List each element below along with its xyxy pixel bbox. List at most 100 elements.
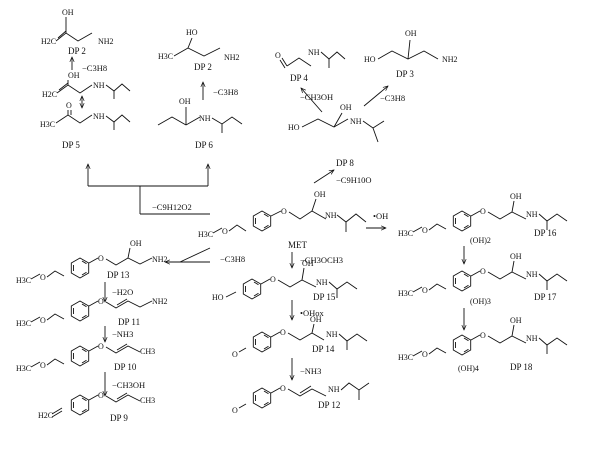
dp4-structure: O NH DP 4 <box>275 48 346 83</box>
atom-label: OH <box>510 316 522 325</box>
step-to-dp3: −C3H8 <box>380 93 405 103</box>
step-to-dp13: −C3H8 <box>220 254 245 264</box>
arrow-to-dp8 <box>313 170 334 184</box>
atom-label: O <box>98 342 104 351</box>
atom-label: O <box>275 51 281 60</box>
step-to-dp8: −C9H10O <box>336 175 372 185</box>
atom-label: H3C <box>16 364 31 373</box>
atom-label: OH <box>510 252 522 261</box>
atom-label: NH <box>93 112 105 121</box>
atom-label: HO <box>212 293 224 302</box>
atom-label: CH3 <box>140 396 155 405</box>
dp14-structure: O O OH NH DP 14 <box>232 315 368 359</box>
atom-label: H3C <box>16 276 31 285</box>
step-dp14-to-dp12: −NH3 <box>300 366 321 376</box>
atom-label: H2C <box>38 411 53 420</box>
dp4-label: DP 4 <box>290 73 308 83</box>
step-to-dp4: −CH3OH <box>300 92 333 102</box>
atom-label: O <box>280 328 286 337</box>
atom-label: O <box>98 297 104 306</box>
atom-label: H2C <box>42 90 57 99</box>
atom-label: O <box>281 207 287 216</box>
dp15-structure: HO O OH NH DP 15 <box>212 259 358 302</box>
atom-label: OH <box>68 71 80 80</box>
atom-label: OH <box>510 192 522 201</box>
metoprolol-structure: H3C O O OH NH MET <box>198 190 367 250</box>
atom-label: NH <box>316 278 328 287</box>
atom-label: NH <box>526 270 538 279</box>
atom-label: (OH)4 <box>458 364 479 373</box>
atom-label: NH2 <box>224 53 240 62</box>
dp9-structure: H2C O CH3 DP 9 <box>38 391 155 423</box>
atom-label: O <box>270 275 276 284</box>
step-main-split: −C9H12O2 <box>152 202 192 212</box>
step-dp10-to-dp9: −CH3OH <box>112 380 145 390</box>
atom-label: HO <box>364 55 376 64</box>
aminopropanediol-structure: OH HO NH <box>288 103 385 143</box>
atom-label: NH2 <box>152 297 168 306</box>
atom-label: O <box>480 207 486 216</box>
atom-label: OH <box>130 239 142 248</box>
dp5-label: DP 5 <box>62 140 80 150</box>
atom-label: OH <box>314 190 326 199</box>
atom-label: O <box>422 226 428 235</box>
dp11-structure: H3C O O NH2 DP 11 <box>16 297 168 328</box>
dp13-structure: H3C O O OH NH2 DP 13 <box>16 239 168 285</box>
atom-label: H3C <box>398 289 413 298</box>
atom-label: NH <box>350 117 362 126</box>
dp10-structure: H3C O O CH3 DP 10 <box>16 342 155 373</box>
dp2-label: DP 2 <box>194 62 212 72</box>
dp6-structure: OH NH DP 6 <box>157 97 243 150</box>
atom-label: H3C <box>16 319 31 328</box>
step-to-dp15: −CH3OCH3 <box>300 255 343 265</box>
dp3-structure: OH HO NH2 DP 3 <box>364 29 458 79</box>
step-to-dp16: •OH <box>373 211 388 221</box>
atom-label: O <box>480 267 486 276</box>
atom-label: O <box>422 286 428 295</box>
atom-label: H3C <box>398 229 413 238</box>
atom-label: O <box>422 350 428 359</box>
dp9-label: DP 9 <box>110 413 128 423</box>
atom-label: NH <box>326 330 338 339</box>
atom-label: HO <box>288 123 300 132</box>
atom-label: O <box>66 101 72 110</box>
atom-label: NH <box>93 81 105 90</box>
atom-label: H3C <box>398 353 413 362</box>
atom-label: O <box>480 331 486 340</box>
atom-label: H3C <box>40 120 55 129</box>
dp16-structure: H3C O O OH NH (OH)2 DP 16 <box>398 192 568 245</box>
atom-label: H3C <box>158 52 173 61</box>
dp18-label: DP 18 <box>510 362 533 372</box>
dp17-label: DP 17 <box>534 292 557 302</box>
atom-label: O <box>232 406 238 415</box>
atom-label: (OH)2 <box>470 236 491 245</box>
atom-label: O <box>232 350 238 359</box>
dp2-top-structure: OH H2C NH2 DP 2 <box>41 8 114 56</box>
dp5-structure: O H3C NH DP 5 <box>40 101 131 150</box>
dp10-label: DP 10 <box>114 362 137 372</box>
dp15-label: DP 15 <box>313 292 336 302</box>
atom-label: NH2 <box>442 55 458 64</box>
dp8-label: DP 8 <box>336 158 354 168</box>
step-dp15-to-dp14: •OHox <box>300 308 325 318</box>
atom-label: CH3 <box>140 347 155 356</box>
arrow-to-dp3 <box>363 86 388 107</box>
atom-label: H3C <box>198 230 213 239</box>
dp12-label: DP 12 <box>318 400 340 410</box>
atom-label: NH <box>199 114 211 123</box>
arrow-to-dp4 <box>301 88 323 113</box>
atom-label: OH <box>62 8 74 17</box>
atom-label: OH <box>179 97 191 106</box>
step-dp13-to-dp11: −H2O <box>112 287 133 297</box>
atom-label: NH <box>308 48 320 57</box>
step-dp6-to-dp2: −C3H8 <box>213 87 238 97</box>
dp14-label: DP 14 <box>312 344 335 354</box>
dp16-label: DP 16 <box>534 228 557 238</box>
dp18-structure: H3C O O OH NH (OH)4 DP 18 <box>398 316 568 373</box>
dp13-label: DP 13 <box>107 270 130 280</box>
atom-label: NH <box>328 385 340 394</box>
atom-label: O <box>40 361 46 370</box>
atom-label: NH2 <box>98 37 114 46</box>
atom-label: OH <box>302 259 314 268</box>
